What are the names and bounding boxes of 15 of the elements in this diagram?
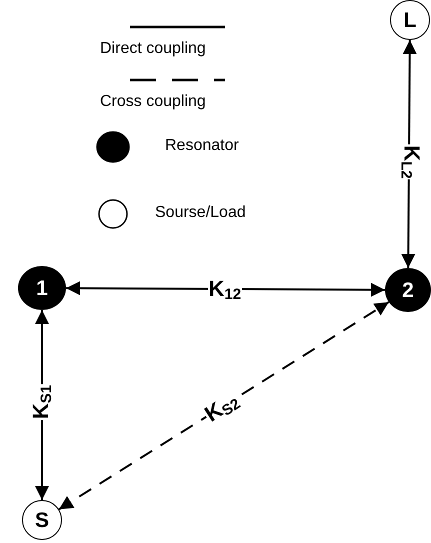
source-load-node	[390, 0, 430, 40]
legend-text: Direct coupling	[100, 40, 206, 58]
resonator-node	[385, 268, 431, 312]
coupling-arrow	[58, 301, 390, 510]
legend-text: Sourse/Load	[155, 204, 246, 222]
resonator-node	[18, 266, 66, 310]
node-label: L	[404, 10, 416, 30]
source-load-node	[22, 500, 62, 540]
legend-text: Cross coupling	[100, 93, 206, 111]
edge-label: K$_{12}$	[208, 278, 242, 302]
node-label: S	[34, 510, 49, 530]
node-label: 2	[402, 280, 414, 300]
node-label: 1	[36, 278, 48, 298]
legend-text: Resonator	[165, 137, 239, 155]
coupling-arrow	[66, 281, 385, 297]
